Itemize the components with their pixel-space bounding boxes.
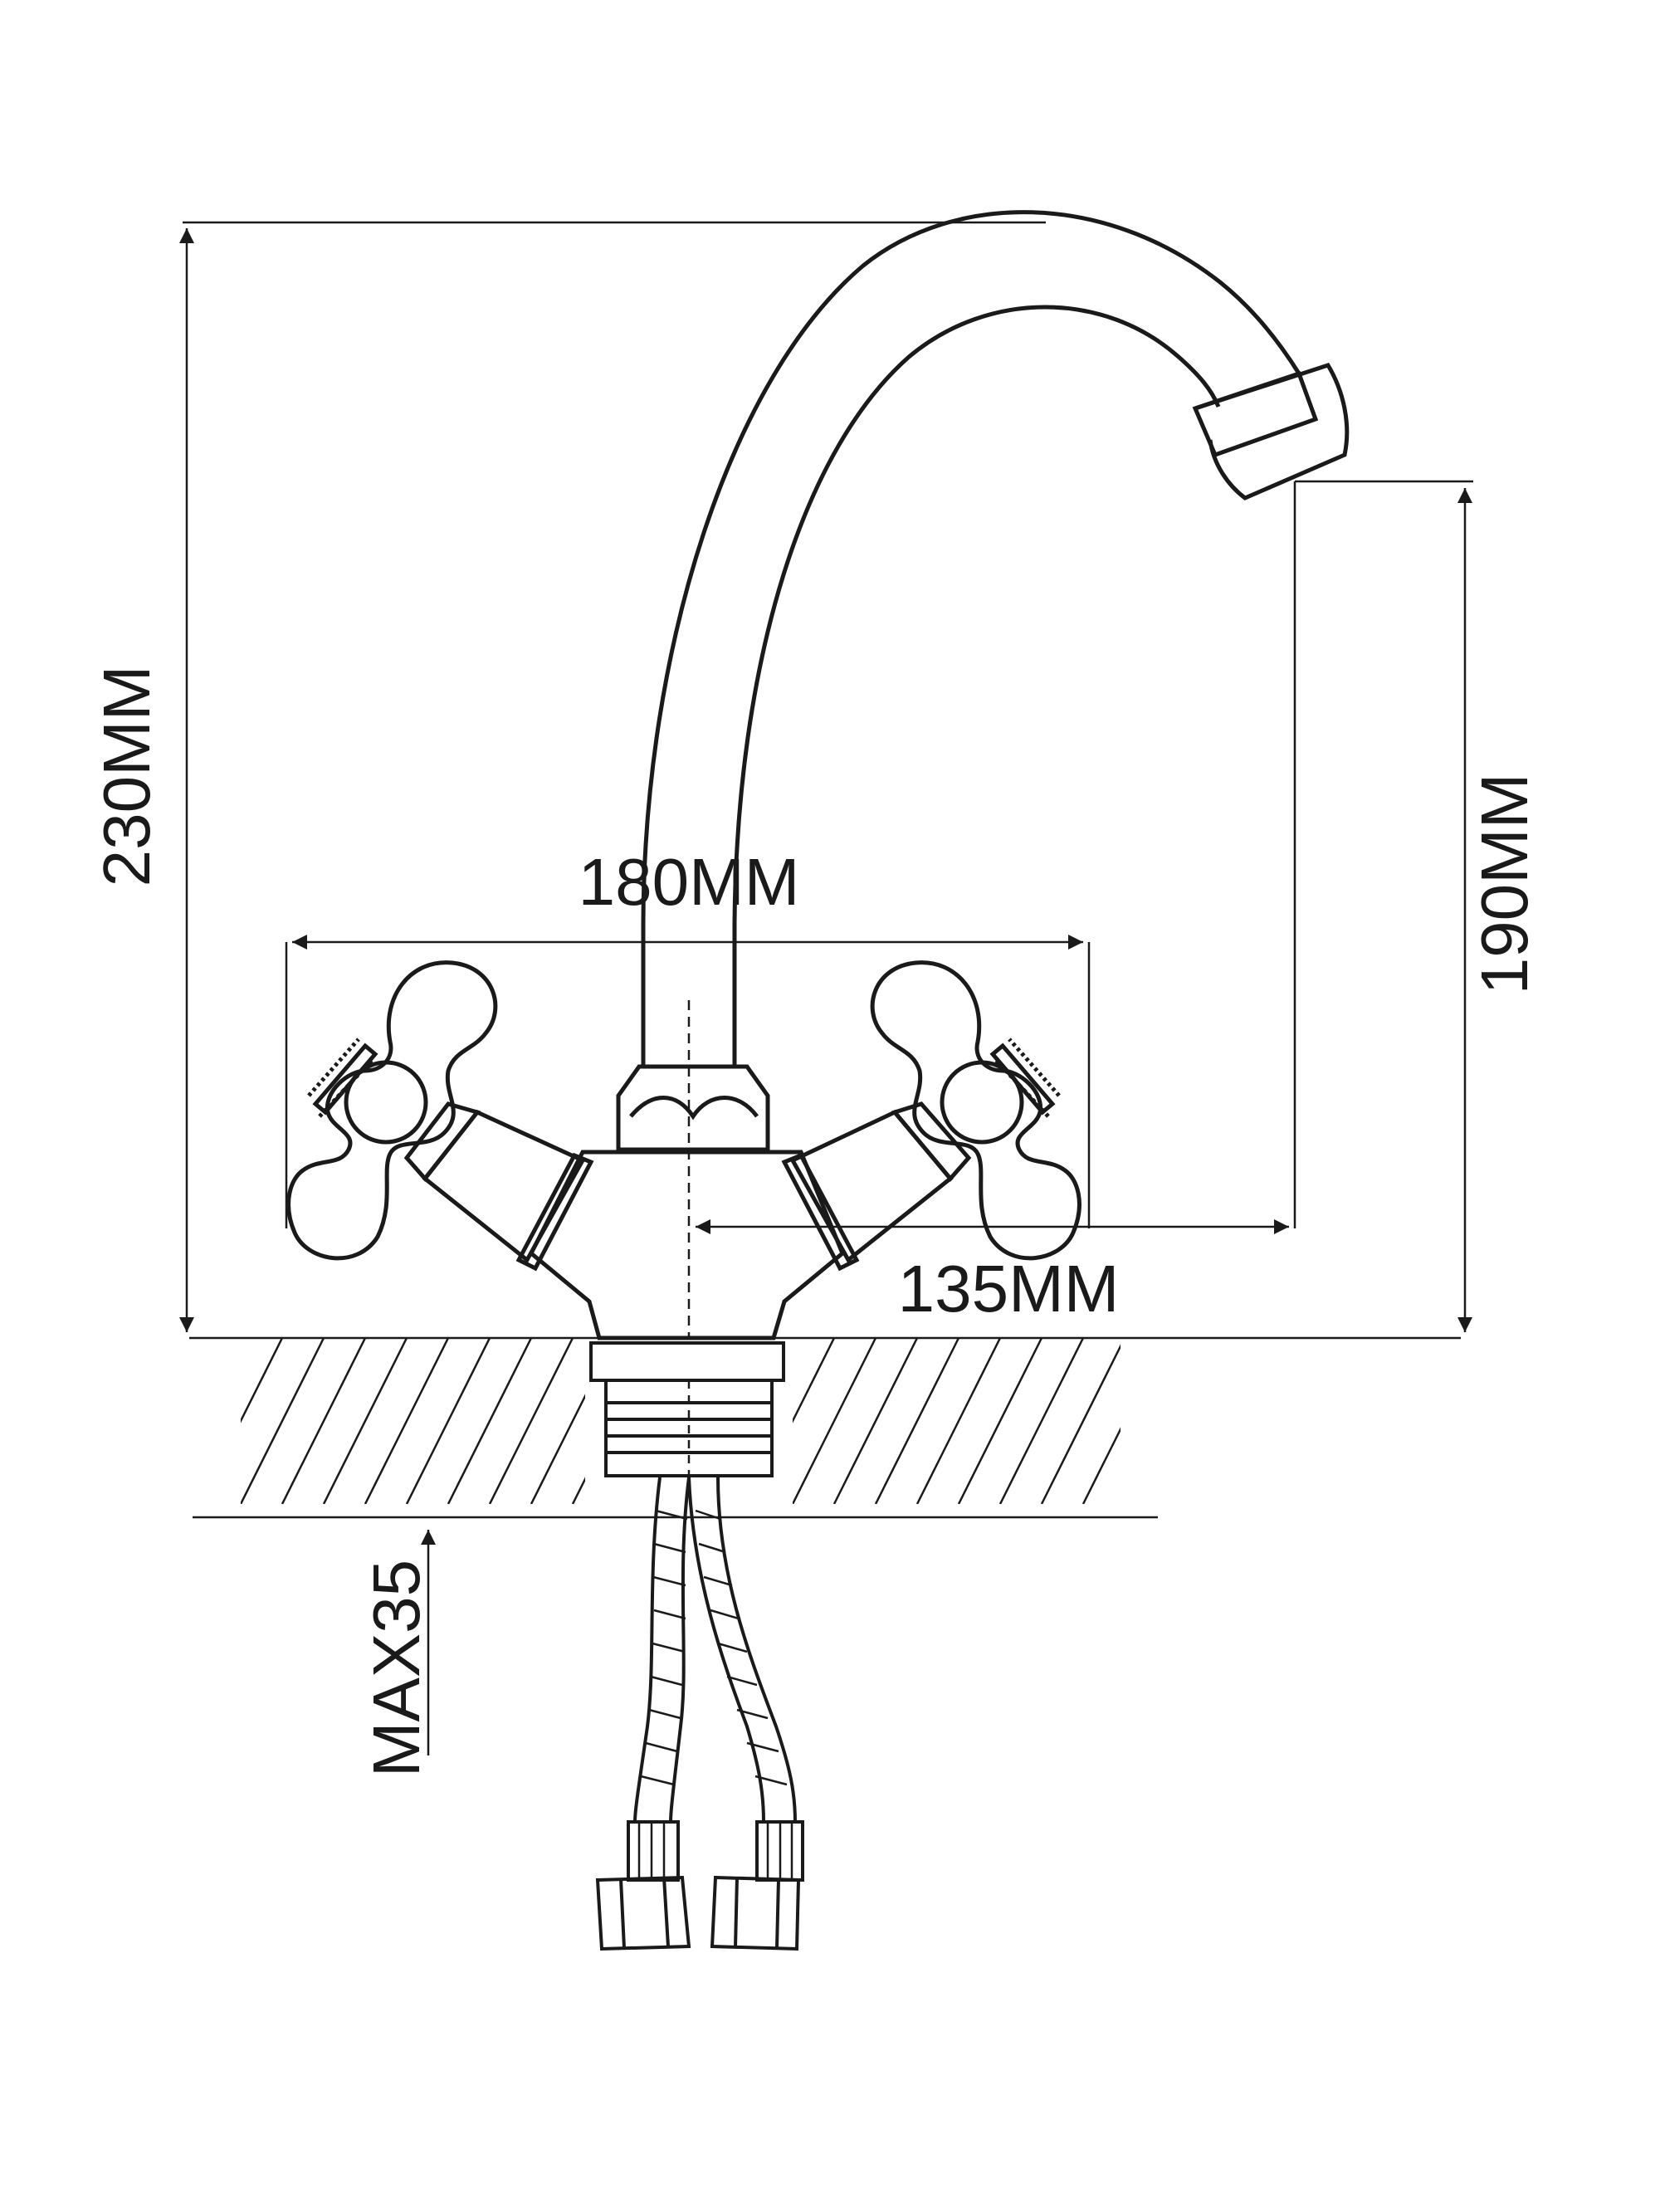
label-spout-reach: 135MM [898,1252,1120,1326]
handle-left [286,960,498,1261]
countertop-section [189,1336,1461,1519]
dimension-lines [179,221,1473,1755]
mounting-shank [589,1341,785,1477]
aerator-ring [1192,370,1319,458]
aerator [1194,363,1350,501]
flexible-hoses [595,1477,804,1951]
label-width-handles: 180MM [579,845,800,919]
handle-right [870,960,1081,1261]
label-spout-height: 190MM [1467,774,1541,995]
hose-nut-right [710,1875,801,1951]
label-height-total: 230MM [90,666,164,887]
hose-nut-left [595,1875,691,1951]
spout [641,210,1350,1067]
valve-body [403,1000,972,1340]
label-max-thickness: MAX35 [359,1560,433,1777]
dimension-labels: 230MM 180MM 135MM 190MM MAX35 [90,666,1541,1778]
